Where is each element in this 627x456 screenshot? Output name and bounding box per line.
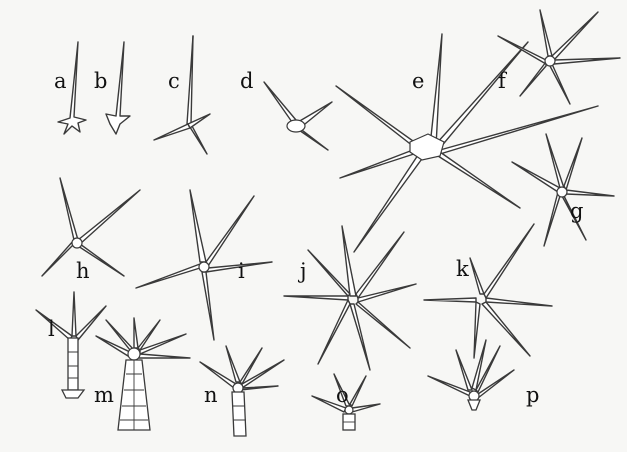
label-j: j xyxy=(297,259,307,283)
trichome-e xyxy=(336,34,598,252)
label-n: n xyxy=(204,383,218,407)
label-k: k xyxy=(456,257,469,281)
trichome-k xyxy=(424,224,552,358)
trichome-m xyxy=(96,318,190,430)
trichome-d xyxy=(264,82,332,150)
trichome-j xyxy=(284,226,416,370)
label-b: b xyxy=(94,69,107,93)
trichome-b xyxy=(106,42,130,134)
label-p: p xyxy=(526,383,539,407)
trichome-h xyxy=(42,178,140,276)
trichome-i xyxy=(136,190,272,340)
label-d: d xyxy=(240,69,253,93)
label-g: g xyxy=(570,199,583,223)
label-f: f xyxy=(498,69,508,93)
label-o: o xyxy=(336,383,349,407)
label-l: l xyxy=(48,317,55,341)
label-e: e xyxy=(412,69,424,93)
label-m: m xyxy=(94,383,114,407)
label-i: i xyxy=(238,259,245,283)
label-a: a xyxy=(54,69,67,93)
trichome-p xyxy=(428,340,514,410)
label-h: h xyxy=(76,259,90,283)
trichome-g xyxy=(512,134,614,246)
trichome-c xyxy=(154,36,210,154)
label-c: c xyxy=(168,69,180,93)
